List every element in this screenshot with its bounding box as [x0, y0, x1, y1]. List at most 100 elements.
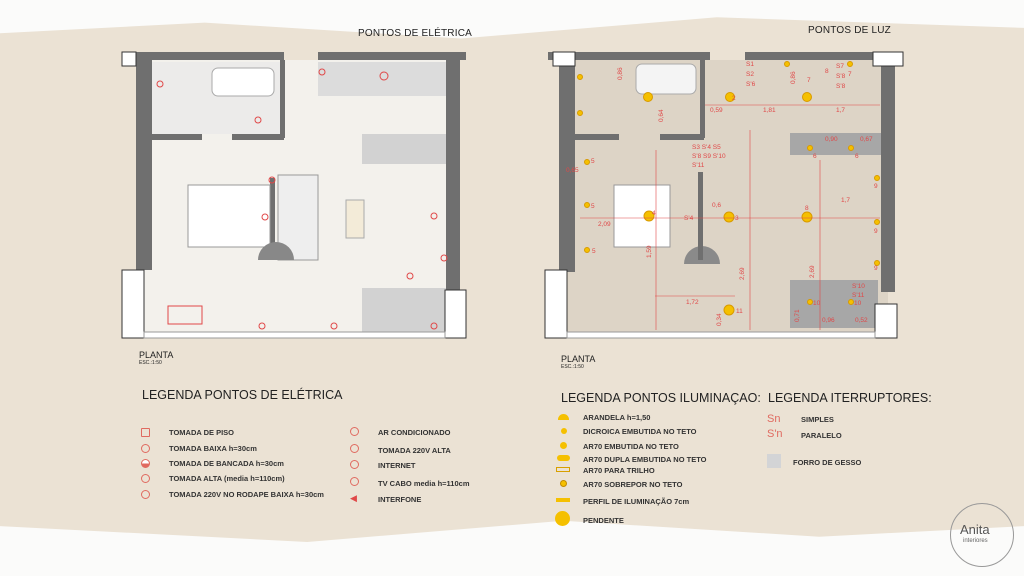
ar70-surface-icon	[560, 480, 567, 487]
plan-label: S'8 S9 S'10	[692, 153, 726, 160]
counter-outlet-icon	[141, 459, 150, 468]
plan-label: 6	[813, 153, 817, 160]
plan-label: 9	[874, 183, 878, 190]
air-conditioner-icon	[350, 427, 359, 436]
plan-label: 2	[732, 95, 736, 102]
plan-label: 5	[592, 248, 596, 255]
plan-label: 0,67	[860, 136, 873, 143]
legend-item: TOMADA 220V ALTA	[378, 446, 451, 455]
plan-label: 0,34	[716, 313, 723, 326]
legend-item: AR70 DUPLA EMBUTIDA NO TETO	[583, 455, 707, 464]
switch-legend-title: LEGENDA ITERRUPTORES:	[768, 391, 932, 405]
plan-label: S'11	[852, 292, 865, 299]
sconce-icon	[558, 414, 569, 420]
plan-label: 0,90	[825, 136, 838, 143]
internet-icon	[350, 460, 359, 469]
plan-label: 0,71	[794, 309, 801, 322]
intercom-icon: ◀	[350, 493, 357, 503]
plan-label: S'8	[836, 73, 846, 80]
legend-item: PENDENTE	[583, 516, 624, 525]
plan-label: 10	[813, 300, 821, 307]
plan-label: S2	[746, 71, 754, 78]
ar70-double-icon	[557, 455, 570, 461]
ar70-track-icon	[556, 467, 570, 472]
plan-label: 0,96	[822, 317, 835, 324]
plan-label: 7	[848, 71, 852, 78]
plan-label: 0,59	[710, 107, 723, 114]
plan-label: S3 S'4 S5	[692, 144, 721, 151]
legend-item: AR CONDICIONADO	[378, 428, 451, 437]
left-plan-scale: ESC.:1:50	[139, 360, 162, 366]
plan-label: 8	[805, 205, 809, 212]
lighting-floor-plan	[544, 51, 904, 339]
legend-item: PERFIL DE ILUMINAÇÃO 7cm	[583, 497, 690, 506]
legend-item: TOMADA DE PISO	[169, 428, 235, 437]
plan-label: 7	[807, 77, 811, 84]
plan-label: 2,69	[809, 265, 816, 278]
legend-item: TOMADA DE BANCADA h=30cm	[169, 459, 284, 468]
plan-label: 9	[874, 265, 878, 272]
plan-label: 10	[854, 300, 862, 307]
plan-label: 4	[652, 210, 656, 217]
plan-label: 8	[825, 68, 829, 75]
legend-item: AR70 EMBUTIDA NO TETO	[583, 442, 679, 451]
plan-label: 0,52	[855, 317, 868, 324]
legend-item: DICROICA EMBUTIDA NO TETO	[583, 427, 697, 436]
legend-item: TV CABO media h=110cm	[378, 479, 470, 488]
dichroic-icon	[561, 428, 567, 434]
plan-label: 0,86	[617, 67, 624, 80]
plan-label: 0,6	[712, 202, 721, 209]
floor-outlet-icon	[141, 428, 150, 437]
plan-label: S'11	[692, 162, 705, 169]
plan-label: S7	[836, 63, 844, 70]
legend-item: FORRO DE GESSO	[793, 458, 862, 467]
plan-label: 11	[736, 308, 743, 315]
plan-label: S1	[746, 61, 754, 68]
plan-label: S'10	[852, 283, 865, 290]
plaster-ceiling-swatch	[767, 454, 781, 468]
legend-item: INTERFONE	[378, 495, 422, 504]
electric-floor-plan	[121, 51, 467, 339]
baseboard-220v-outlet-icon	[141, 490, 150, 499]
plan-label: 9	[874, 228, 878, 235]
legend-item: AR70 PARA TRILHO	[583, 466, 655, 475]
plan-label: 5	[591, 158, 595, 165]
plan-label: 0,86	[790, 71, 797, 84]
simple-switch-symbol: Sn	[767, 413, 781, 425]
high-outlet-icon	[141, 474, 150, 483]
plan-label: 5	[591, 203, 595, 210]
plan-label: 1,81	[763, 107, 776, 114]
plan-label: 0,64	[658, 109, 665, 122]
plan-label: 3	[735, 215, 739, 222]
legend-item: PARALELO	[801, 431, 842, 440]
legend-item: ARANDELA h=1,50	[583, 413, 651, 422]
legend-item: SIMPLES	[801, 415, 834, 424]
electric-legend-title: LEGENDA PONTOS DE ELÉTRICA	[142, 388, 343, 402]
pendant-icon	[555, 511, 570, 526]
anita-logo	[950, 503, 1014, 567]
plan-dimension-labels: 0,86 S1 S2 S'6 S7 S'8 S'8 7 8 7 0,59 1,8…	[566, 61, 878, 326]
high-220v-outlet-icon	[350, 444, 359, 453]
logo-name: Anita	[960, 522, 990, 537]
light-profile-icon	[556, 498, 570, 502]
light-legend-title: LEGENDA PONTOS ILUMINAÇAO:	[561, 391, 761, 405]
legend-item: INTERNET	[378, 461, 416, 470]
parallel-switch-symbol: S'n	[767, 428, 783, 440]
light-plan-title: PONTOS DE LUZ	[808, 25, 891, 36]
plan-label: 2,69	[739, 267, 746, 280]
plan-label: S'8	[836, 83, 846, 90]
tv-cable-icon	[350, 477, 359, 486]
low-outlet-icon	[141, 444, 150, 453]
plan-label: 1,7	[841, 197, 850, 204]
legend-item: TOMADA 220V NO RODAPE BAIXA h=30cm	[169, 490, 324, 499]
legend-item: TOMADA BAIXA h=30cm	[169, 444, 257, 453]
right-plan-caption: PLANTA	[561, 354, 596, 364]
plan-label: S'4	[684, 215, 694, 222]
plan-label: 0,65	[566, 167, 579, 174]
plan-label: 1,59	[646, 245, 653, 258]
plan-label: 2,09	[598, 221, 611, 228]
plan-label: S'6	[746, 81, 756, 88]
legend-item: AR70 SOBREPOR NO TETO	[583, 480, 683, 489]
ar70-icon	[560, 442, 567, 449]
